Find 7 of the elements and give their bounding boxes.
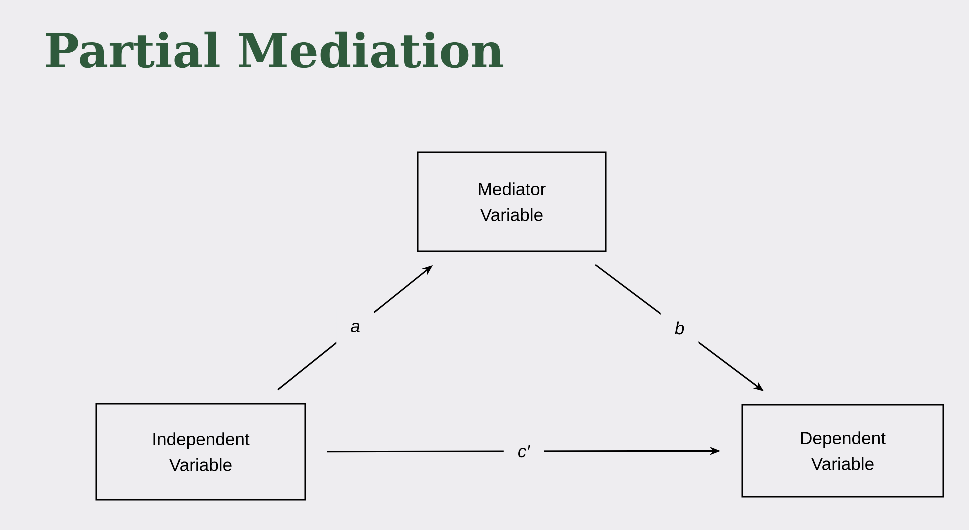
- variable-box: Dependent Variable: [742, 404, 944, 498]
- edge-label: c′: [504, 431, 544, 472]
- variable-box: Mediator Variable: [417, 152, 607, 252]
- edge-label: a: [336, 308, 374, 347]
- variable-box: Independent Variable: [96, 403, 306, 501]
- title: Partial Mediation: [46, 32, 504, 68]
- edge-label: b: [660, 308, 699, 349]
